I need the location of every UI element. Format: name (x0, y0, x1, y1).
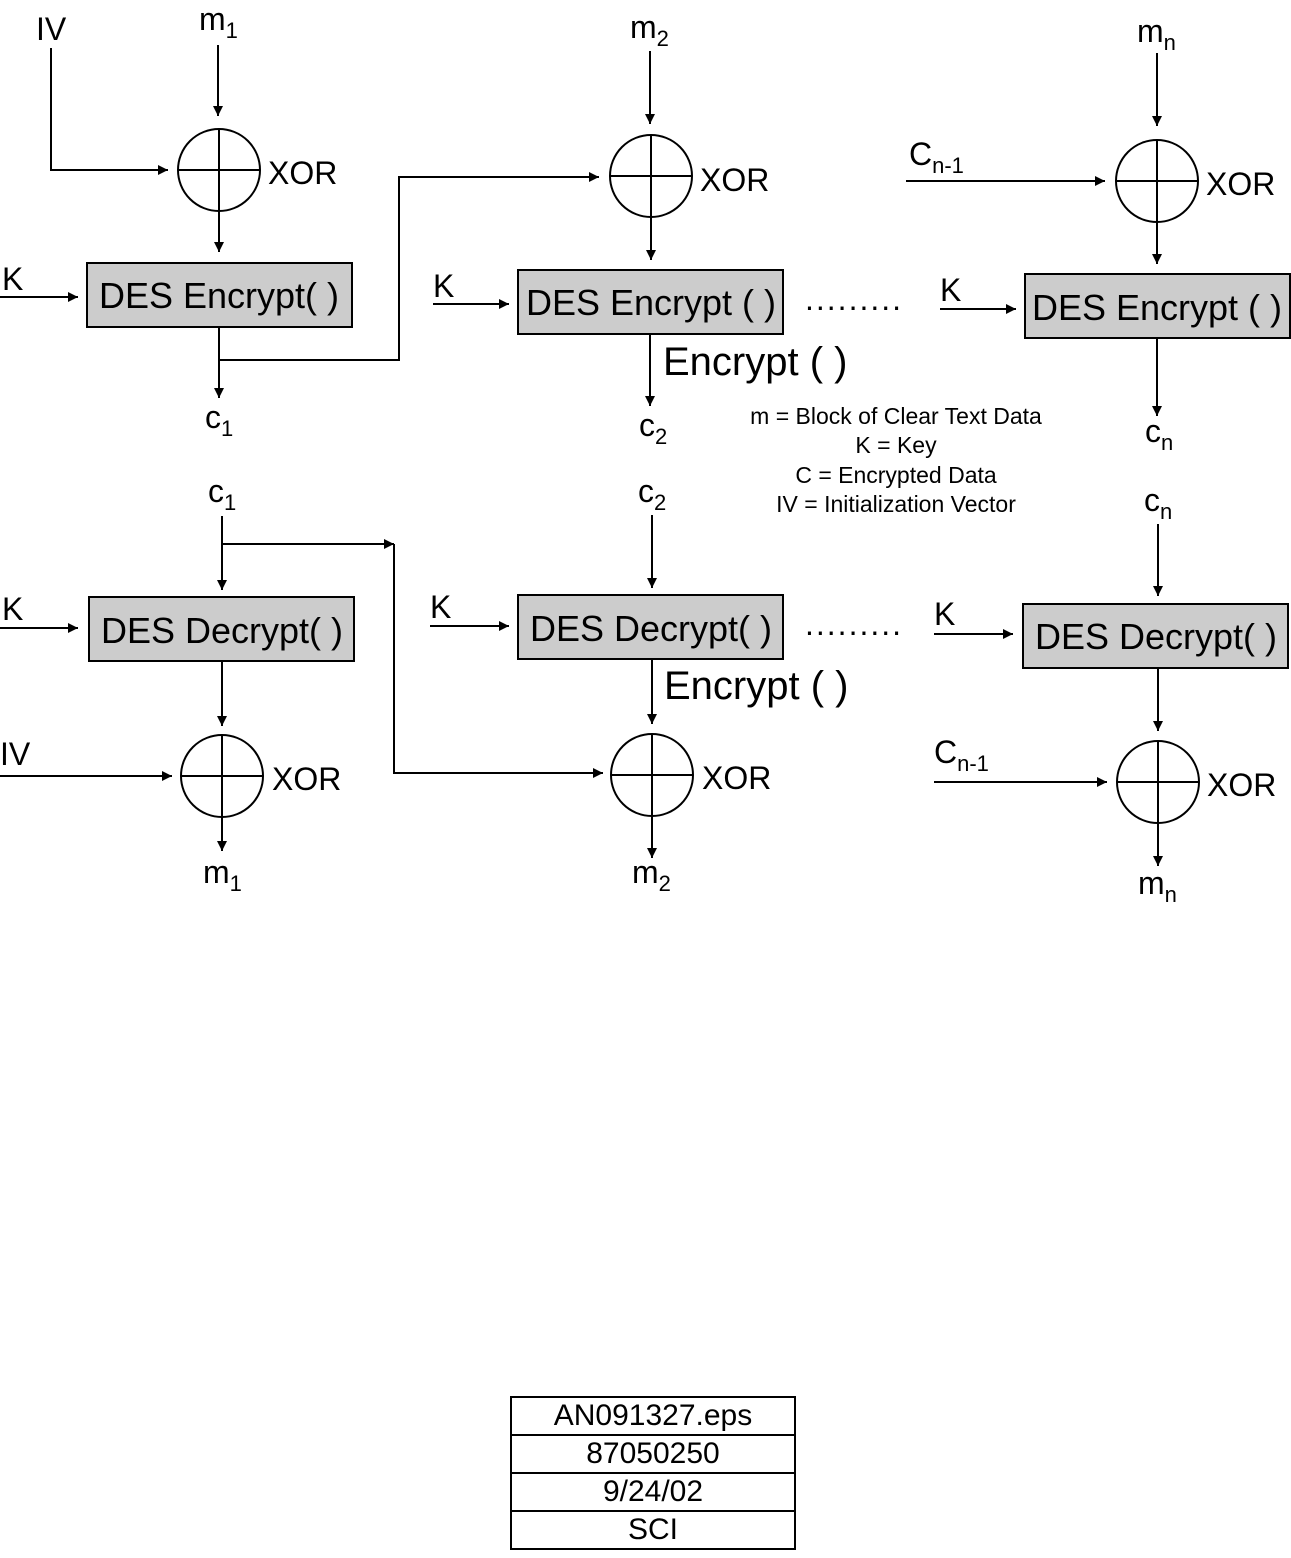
des-decrypt-box (517, 594, 784, 660)
encrypt-block-1-output-label: c1 (205, 399, 233, 441)
encrypt-block-2: m2 XOR K DES Encrypt ( ) Encrypt ( ) c2 (433, 9, 847, 449)
legend: m = Block of Clear Text Data K = Key C =… (750, 403, 1042, 517)
iv-arrow (50, 48, 168, 175)
encrypt-block-2-note: Encrypt ( ) (663, 340, 847, 384)
encrypt-block-1-iv-label: IV (36, 11, 67, 47)
xor-icon (180, 734, 264, 818)
encrypt-block-1-xor-label: XOR (268, 155, 337, 191)
decrypt-block-2-box-label: DES Decrypt( ) (530, 608, 772, 649)
legend-m: m = Block of Clear Text Data (750, 403, 1042, 429)
encrypt-block-2-key-label: K (433, 268, 454, 304)
des-decrypt-box (1022, 603, 1289, 669)
xor-icon (1115, 139, 1199, 223)
decrypt-block-n-xor-label: XOR (1207, 767, 1276, 803)
encrypt-ellipsis: ......... (805, 281, 903, 317)
legend-k: K = Key (855, 432, 937, 458)
legend-c: C = Encrypted Data (795, 462, 997, 488)
decrypt-block-1: c1 K DES Decrypt( ) IV XOR m1 (0, 473, 603, 896)
encrypt-block-n-chain-label: Cn-1 (909, 136, 964, 178)
decrypt-block-n-output-label: mn (1138, 865, 1177, 907)
encrypt-block-2-box-label: DES Encrypt ( ) (526, 282, 776, 323)
stamp-filename: AN091327.eps (510, 1396, 796, 1436)
encrypt-block-2-xor-label: XOR (700, 162, 769, 198)
stamp-author: SCI (510, 1510, 796, 1550)
decrypt-block-2-key-label: K (430, 589, 451, 625)
stamp-number: 87050250 (510, 1434, 796, 1474)
chain-arrow-c1-to-xor2 (393, 544, 603, 778)
stamp-date: 9/24/02 (510, 1472, 796, 1512)
decrypt-block-1-input-label: c1 (208, 473, 236, 515)
chain-arrow-c1-to-xor2 (219, 172, 599, 361)
decrypt-block-n: cn K DES Decrypt( ) Cn-1 XOR mn (934, 482, 1289, 907)
encrypt-block-1: IV m1 XOR K DES Encrypt( ) c1 (0, 1, 599, 441)
decrypt-ellipsis: ......... (805, 606, 903, 642)
des-decrypt-box (88, 596, 355, 662)
decrypt-block-2-output-label: m2 (632, 854, 671, 896)
decrypt-block-1-box-label: DES Decrypt( ) (101, 610, 343, 651)
encrypt-block-n-output-label: cn (1145, 413, 1173, 455)
decrypt-block-2-note: Encrypt ( ) (664, 664, 848, 708)
encrypt-block-n-box-label: DES Encrypt ( ) (1032, 287, 1282, 328)
decrypt-block-n-chain-label: Cn-1 (934, 734, 989, 776)
decrypt-block-1-iv-label: IV (0, 736, 31, 772)
decrypt-block-n-box-label: DES Decrypt( ) (1035, 616, 1277, 657)
des-encrypt-box (86, 262, 353, 328)
encrypt-block-1-box-label: DES Encrypt( ) (99, 275, 339, 316)
decrypt-block-n-input-label: cn (1144, 482, 1172, 524)
encrypt-block-1-key-label: K (2, 261, 23, 297)
xor-icon (610, 733, 694, 817)
xor-icon (609, 134, 693, 218)
encrypt-block-n-key-label: K (940, 272, 961, 308)
legend-iv: IV = Initialization Vector (776, 491, 1016, 517)
encrypt-block-2-output-label: c2 (639, 407, 667, 449)
decrypt-block-2-xor-label: XOR (702, 760, 771, 796)
xor-icon (177, 128, 261, 212)
decrypt-block-1-key-label: K (2, 591, 23, 627)
decrypt-block-2-input-label: c2 (638, 473, 666, 515)
encrypt-block-n: mn Cn-1 XOR K DES Encrypt ( ) cn (906, 13, 1291, 455)
encrypt-block-n-xor-label: XOR (1206, 166, 1275, 202)
decrypt-block-n-key-label: K (934, 596, 955, 632)
des-encrypt-box (517, 269, 784, 335)
xor-icon (1116, 740, 1200, 824)
decrypt-block-1-output-label: m1 (203, 854, 242, 896)
decrypt-block-1-xor-label: XOR (272, 761, 341, 797)
file-stamp-table: AN091327.eps 87050250 9/24/02 SCI (510, 1396, 796, 1550)
encrypt-block-n-input-label: mn (1137, 13, 1176, 55)
encrypt-block-1-input-label: m1 (199, 1, 238, 43)
decrypt-block-2: c2 K DES Decrypt( ) Encrypt ( ) XOR m2 (430, 473, 848, 896)
encrypt-block-2-input-label: m2 (630, 9, 669, 51)
